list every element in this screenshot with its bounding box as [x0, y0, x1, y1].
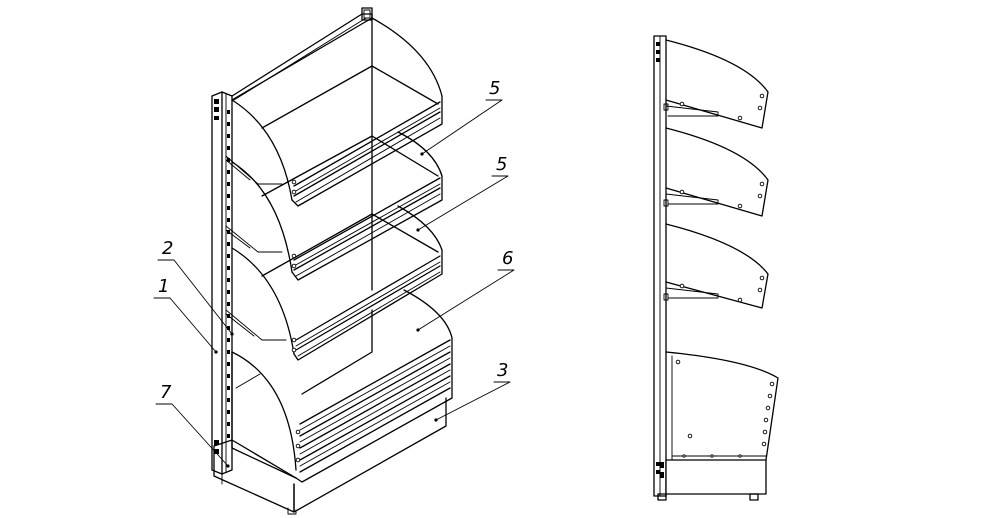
callout-5a: 5	[420, 78, 503, 156]
basket-3	[225, 205, 443, 361]
callout-3: 3	[434, 360, 511, 422]
side-basket-2	[663, 127, 769, 217]
bottom-bin	[231, 289, 453, 483]
basket-2	[225, 131, 443, 281]
side-view	[653, 35, 779, 501]
callout-6-label: 6	[502, 248, 513, 269]
callout-3-label: 3	[497, 360, 508, 381]
basket-1	[225, 17, 443, 207]
callout-2: 2	[157, 238, 234, 336]
side-basket-1	[663, 39, 769, 129]
callout-1-label: 1	[158, 276, 169, 297]
callouts: 5 5 6 2 1	[153, 78, 515, 468]
callout-7: 7	[155, 382, 230, 468]
side-bottom-bin	[665, 351, 779, 461]
isometric-view: 5 5 6 2 1	[153, 7, 515, 515]
callout-6: 6	[416, 248, 515, 332]
callout-5b-label: 5	[496, 154, 507, 175]
callout-5a-label: 5	[489, 78, 500, 99]
callout-7-label: 7	[160, 382, 172, 403]
upright-post	[211, 91, 233, 475]
callout-2-label: 2	[162, 238, 173, 259]
side-plinth-base	[657, 459, 767, 501]
plinth-base	[213, 397, 447, 515]
side-basket-3	[663, 223, 769, 309]
callout-5b: 5	[416, 154, 509, 232]
callout-1: 1	[153, 276, 218, 354]
